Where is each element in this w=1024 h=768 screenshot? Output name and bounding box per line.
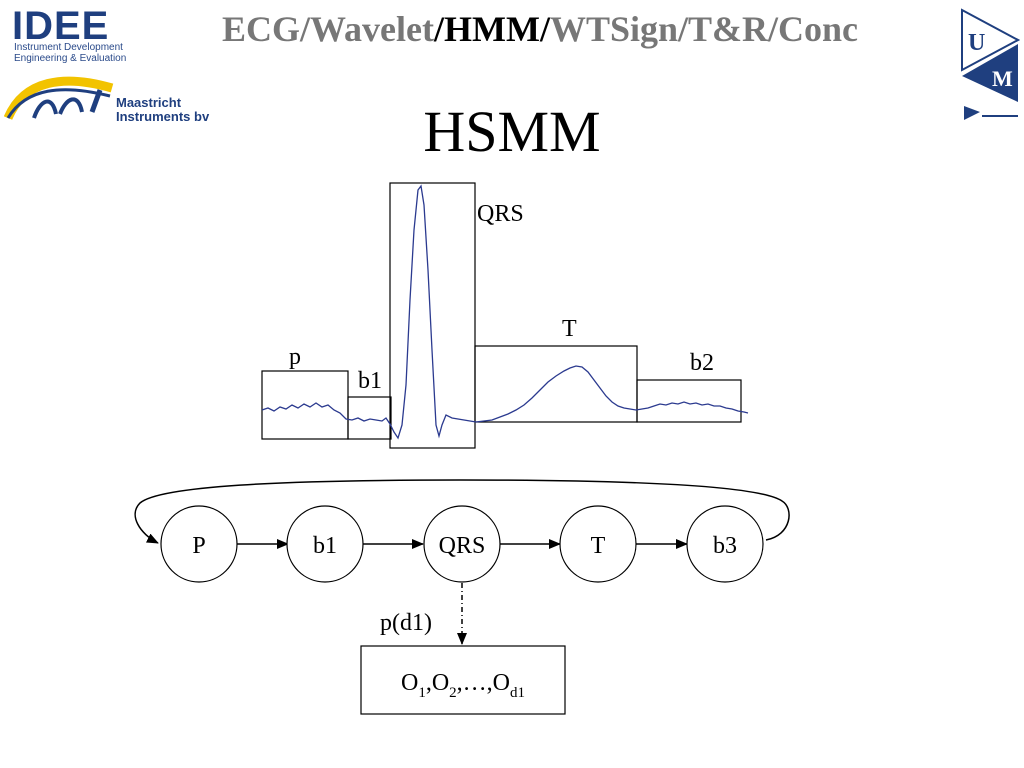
idee-logo-subtitle: Instrument Development Engineering & Eva… [14, 42, 126, 64]
observation-od: O [493, 670, 510, 696]
segment-box-b1 [347, 396, 392, 440]
segment-box-b2 [636, 379, 742, 423]
observation-sub1: 1 [418, 685, 426, 701]
header-title-segment-1: ECG/Wavelet [222, 9, 434, 49]
mi-name-line1: Maastricht [116, 95, 182, 110]
state-label-b3: b3 [713, 533, 737, 559]
mi-name-line2: Instruments bv [116, 109, 210, 124]
observation-subd: d1 [510, 685, 525, 701]
state-label-b1: b1 [313, 533, 337, 559]
idee-logo: IDEE [12, 4, 110, 48]
segment-box-qrs [389, 182, 476, 449]
loop-transition-b3-to-p [134, 479, 790, 544]
observation-sequence: O1,O2,…,Od1 [401, 670, 525, 701]
state-node-b3 [686, 505, 764, 583]
maastricht-instruments-name: Maastricht Instruments bv [116, 96, 209, 124]
state-node-t [559, 505, 637, 583]
state-label-p: P [192, 533, 205, 559]
um-logo-icon: U M [961, 8, 1020, 120]
idee-subtitle-line2: Engineering & Evaluation [14, 53, 127, 64]
ecg-signal-trace [261, 184, 749, 440]
state-node-b1 [286, 505, 364, 583]
state-label-qrs: QRS [439, 533, 486, 559]
duration-label: p(d1) [380, 610, 432, 636]
ecg-label-p: p [289, 344, 301, 370]
header-title-segment-3: WTSign/T&R/Conc [549, 9, 859, 49]
idee-subtitle-line1: Instrument Development [14, 42, 123, 53]
header-title-segment-2: /HMM/ [433, 9, 550, 49]
observation-sep1: , [426, 670, 432, 696]
slide-title: HSMM [423, 99, 601, 164]
ecg-label-t: T [562, 316, 577, 342]
observation-sub2: 2 [449, 685, 457, 701]
state-node-p [160, 505, 238, 583]
observation-o1: O [401, 670, 418, 696]
maastricht-instruments-logo-icon [4, 76, 114, 120]
observation-o2: O [432, 670, 449, 696]
state-node-qrs [423, 505, 501, 583]
state-label-t: T [591, 533, 606, 559]
ecg-label-qrs: QRS [477, 201, 524, 227]
ecg-label-b2: b2 [690, 350, 714, 376]
observation-ellipsis: ,…, [457, 670, 493, 696]
observation-box [360, 645, 566, 715]
header-title: ECG/Wavelet/HMM/WTSign/T&R/Conc [222, 8, 858, 50]
um-logo-letter-m: M [992, 66, 1013, 91]
um-logo-letter-u: U [968, 30, 985, 56]
ecg-label-b1: b1 [358, 368, 382, 394]
